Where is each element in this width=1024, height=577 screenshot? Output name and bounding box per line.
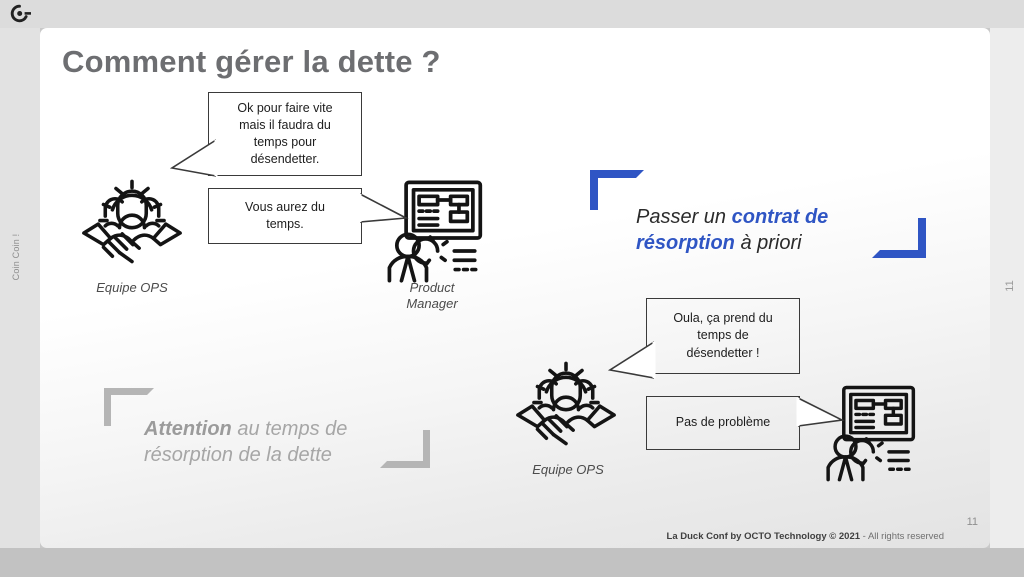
bracket-bottom-right-icon xyxy=(872,218,928,260)
footer-brand: La Duck Conf by OCTO Technology xyxy=(666,531,827,542)
footer-copyright: © 2021 xyxy=(826,531,861,542)
product-manager-dashboard-icon xyxy=(818,384,920,484)
figure-caption-ops-top: Equipe OPS xyxy=(96,280,168,295)
left-rail-label: Coin Coin ! xyxy=(11,233,21,281)
footer-rights: - All rights reserved xyxy=(860,531,944,542)
ops-team-handshake-gear-icon xyxy=(512,358,620,456)
page-title: Comment gérer la dette ? xyxy=(62,44,441,79)
bubble-pm-bottom: Pas de problème xyxy=(646,396,800,450)
callout-attention-temps: Attention au temps de résorption de la d… xyxy=(102,386,432,482)
bracket-top-left-icon xyxy=(588,168,644,210)
ops-team-handshake-gear-icon xyxy=(78,176,186,274)
callout-gray-line1-highlight: Attention xyxy=(144,418,232,440)
octo-c-logo-icon[interactable] xyxy=(6,3,32,25)
callout-gray-line1-post: au temps de xyxy=(231,418,348,440)
slide-canvas: Comment gérer la dette ? xyxy=(40,28,990,548)
product-manager-dashboard-icon xyxy=(382,178,484,286)
figure-caption-ops-bottom: Equipe OPS xyxy=(532,462,604,477)
callout-contrat-resorption: Passer un contrat de résorption à priori xyxy=(588,168,928,278)
callout-blue-text: Passer un contrat de résorption à priori xyxy=(636,204,828,257)
viewer-left-rail xyxy=(0,28,40,548)
bubble-pm-bottom-tail xyxy=(796,396,845,438)
right-rail-page-label: 11 xyxy=(1004,280,1016,292)
bracket-bottom-right-icon xyxy=(380,430,432,470)
callout-blue-line1-highlight: contrat de xyxy=(731,206,829,228)
slide-footer: La Duck Conf by OCTO Technology © 2021 -… xyxy=(667,531,944,542)
callout-gray-line2: résorption de la dette xyxy=(144,444,332,467)
bubble-ops-bottom-tail xyxy=(607,340,656,382)
callout-blue-line1-pre: Passer un xyxy=(636,206,732,228)
bubble-ops-bottom: Oula, ça prend du temps de désendetter ! xyxy=(646,298,800,374)
figure-caption-pm-top: Product Manager xyxy=(406,280,458,312)
bracket-top-left-icon xyxy=(102,386,154,426)
bubble-ops-top: Ok pour faire vite mais il faudra du tem… xyxy=(208,92,362,176)
bubble-ops-top-tail xyxy=(169,136,218,180)
viewer-top-bar xyxy=(0,0,1024,28)
callout-blue-line2-post: à priori xyxy=(734,232,802,255)
bubble-pm-top: Vous aurez du temps. xyxy=(208,188,362,244)
viewer-right-rail xyxy=(990,28,1024,548)
callout-blue-line2-highlight: résorption xyxy=(636,232,735,255)
viewer-bottom-bar xyxy=(0,548,1024,577)
slide-page-number: 11 xyxy=(966,516,978,528)
callout-gray-text: Attention au temps de résorption de la d… xyxy=(144,416,347,469)
bubble-pm-top-tail xyxy=(358,192,409,236)
